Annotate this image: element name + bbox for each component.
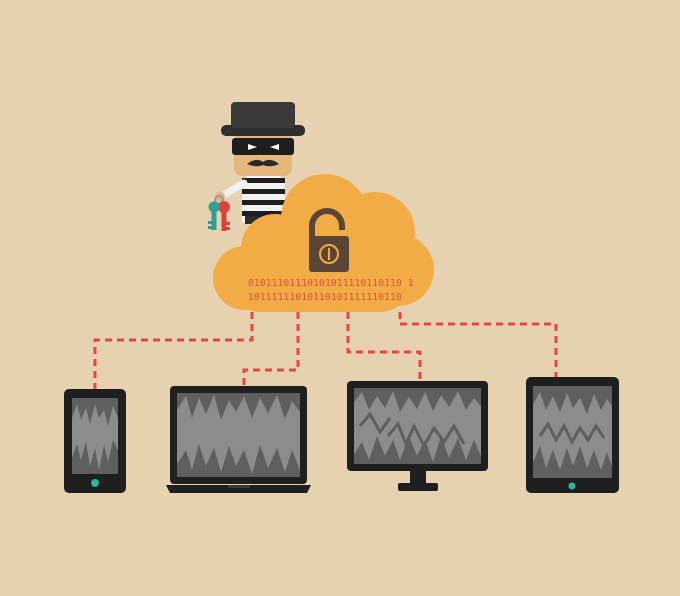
connector-monitor: [346, 312, 422, 380]
laptop-icon: [166, 386, 311, 493]
tablet-waveform: [533, 392, 612, 470]
connector-laptop: [242, 312, 300, 386]
smartphone-icon: [64, 389, 126, 493]
connector-tablet: [398, 312, 558, 377]
binary-line-2: 10111111010110101111110110: [248, 292, 402, 303]
binary-line-1: 01011101110101011110110110 1: [248, 278, 414, 289]
connector-phone: [93, 312, 254, 390]
keys-icon: [208, 195, 230, 231]
tablet-home-button: [568, 482, 576, 490]
thief-icon: [215, 102, 305, 224]
open-padlock-icon: [309, 208, 349, 272]
thief-mustache: [247, 159, 279, 167]
tablet-icon: [526, 377, 619, 493]
thief-mask: [232, 138, 294, 155]
phone-home-button: [91, 479, 99, 487]
thief-hat: [231, 102, 295, 128]
monitor-waveform: [354, 391, 481, 462]
desktop-monitor-icon: [347, 381, 488, 491]
cloud-icon: [213, 174, 434, 312]
laptop-waveform: [177, 395, 300, 474]
phone-waveform: [72, 404, 118, 470]
network-connectors: [93, 312, 558, 390]
